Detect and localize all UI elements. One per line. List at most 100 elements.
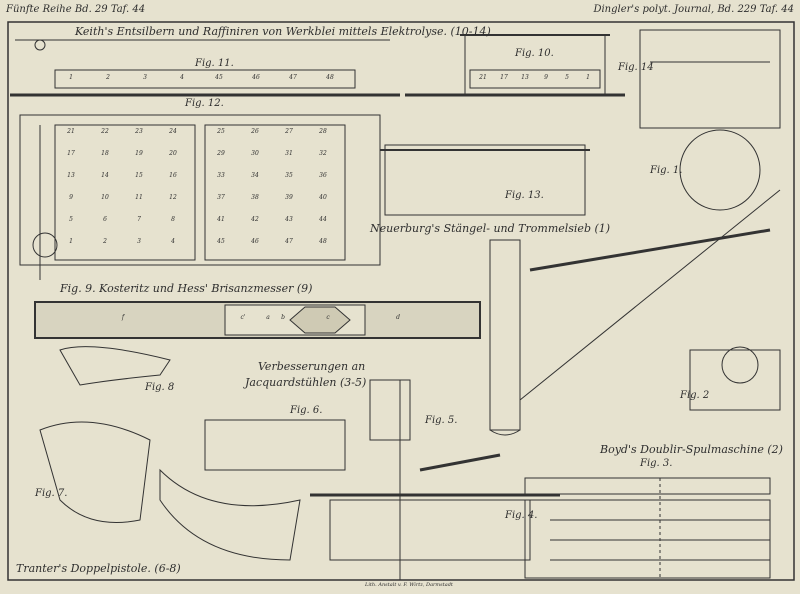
fig10-cell: 13 (521, 74, 529, 81)
fig12-cell: 26 (251, 128, 259, 135)
fig10-cell: 17 (500, 74, 508, 81)
fig9-drawing (34, 301, 481, 339)
fig12-cell: 21 (67, 128, 75, 135)
fig10-cell: 21 (479, 74, 487, 81)
fig1-drawing (489, 129, 781, 436)
fig12-cell: 33 (217, 172, 225, 179)
fig12-cell: 38 (251, 194, 259, 201)
fig12-cell: 9 (69, 194, 73, 201)
fig12-cell: 30 (251, 150, 259, 157)
fig12-cell: 27 (285, 128, 293, 135)
caption-keith: Keith's Entsilbern und Raffiniren von We… (75, 25, 491, 38)
fig12-cell: 25 (217, 128, 225, 135)
fig11-drawing (10, 39, 400, 97)
fig2-drawing (689, 346, 781, 411)
fig12-cell: 5 (69, 216, 73, 223)
fig11-cell: 45 (215, 74, 223, 81)
fig12-cell: 45 (217, 238, 225, 245)
fig10-cell: 5 (565, 74, 569, 81)
fig5-drawing (310, 379, 560, 580)
fig10-cell: 1 (586, 74, 590, 81)
fig12-cell: 29 (217, 150, 225, 157)
fig12-cell: 17 (67, 150, 75, 157)
caption-jacquard-2: Jacquardstühlen (3-5) (245, 376, 367, 389)
fig12-cell: 2 (103, 238, 107, 245)
fig12-cell: 37 (217, 194, 225, 201)
fig7-8-drawing (39, 346, 171, 523)
fig13-drawing (380, 144, 590, 216)
fig12-cell: 10 (101, 194, 109, 201)
fig12-cell: 44 (319, 216, 327, 223)
caption-kosteritz: Fig. 9. Kosteritz und Hess' Brisanzmesse… (60, 282, 313, 295)
fig3-label: Fig. 3. (640, 458, 673, 469)
fig11-cell: 48 (326, 74, 334, 81)
fig14-label: Fig. 14 (618, 62, 654, 73)
fig12-cell: 1 (69, 238, 73, 245)
fig11-cell: 3 (143, 74, 147, 81)
caption-neuerburg: Neuerburg's Stängel- und Trommelsieb (1) (370, 222, 611, 235)
fig12-drawing (19, 114, 381, 266)
fig11-cell: 2 (106, 74, 110, 81)
fig12-cell: 14 (101, 172, 109, 179)
fig12-cell: 4 (171, 238, 175, 245)
fig12-cell: 12 (169, 194, 177, 201)
fig12-cell: 40 (319, 194, 327, 201)
fig10-label: Fig. 10. (515, 48, 554, 59)
fig11-cell: 1 (69, 74, 73, 81)
fig12-cell: 47 (285, 238, 293, 245)
fig12-cell: 41 (217, 216, 225, 223)
fig12-cell: 11 (135, 194, 143, 201)
fig12-cell: 46 (251, 238, 259, 245)
fig2-label: Fig. 2 (680, 390, 710, 401)
fig9-label: d (396, 314, 400, 321)
caption-boyd: Boyd's Doublir-Spulmaschine (2) (600, 443, 783, 456)
fig12-cell: 20 (169, 150, 177, 157)
fig9-label: f (121, 314, 125, 321)
fig12-cell: 6 (103, 216, 107, 223)
fig12-cell: 39 (285, 194, 293, 201)
fig12-cell: 18 (101, 150, 109, 157)
fig12-cell: 8 (171, 216, 175, 223)
fig12-cell: 23 (135, 128, 143, 135)
fig14-drawing (639, 29, 781, 129)
fig12-label: Fig. 12. (185, 98, 224, 109)
fig12-cell: 42 (251, 216, 259, 223)
fig11-cell: 4 (180, 74, 184, 81)
fig11-label: Fig. 11. (195, 58, 234, 69)
fig11-cell: 46 (252, 74, 260, 81)
fig12-cell: 32 (319, 150, 327, 157)
fig12-cell: 28 (319, 128, 327, 135)
fig12-cell: 16 (169, 172, 177, 179)
fig12-cell: 31 (285, 150, 293, 157)
fig6-label: Fig. 6. (290, 405, 323, 416)
fig11-cell: 47 (289, 74, 297, 81)
fig6-drawing (159, 419, 346, 561)
fig13-label: Fig. 13. (505, 190, 544, 201)
fig12-cell: 22 (101, 128, 109, 135)
fig12-cell: 24 (169, 128, 177, 135)
fig12-cell: 48 (319, 238, 327, 245)
fig12-cell: 34 (251, 172, 259, 179)
fig10-drawing (405, 34, 625, 97)
fig12-cell: 36 (319, 172, 327, 179)
fig9-label: c' (240, 314, 246, 321)
fig12-cell: 35 (285, 172, 293, 179)
fig7-label: Fig. 7. (35, 488, 68, 499)
fig5-label: Fig. 5. (425, 415, 458, 426)
fig12-cell: 7 (137, 216, 141, 223)
caption-jacquard-1: Verbesserungen an (258, 360, 366, 373)
fig4-label: Fig. 4. (505, 510, 538, 521)
fig9-label: a (266, 314, 270, 321)
imprint: Lith. Anstalt v. F. Wirtz, Darmstadt (365, 582, 453, 588)
fig9-label: c (326, 314, 330, 321)
fig12-cell: 15 (135, 172, 143, 179)
fig12-cell: 19 (135, 150, 143, 157)
fig10-cell: 9 (544, 74, 548, 81)
fig12-cell: 43 (285, 216, 293, 223)
caption-tranter: Tranter's Doppelpistole. (6-8) (16, 562, 181, 575)
fig12-cell: 13 (67, 172, 75, 179)
fig12-cell: 3 (137, 238, 141, 245)
fig1-label: Fig. 1. (650, 165, 683, 176)
